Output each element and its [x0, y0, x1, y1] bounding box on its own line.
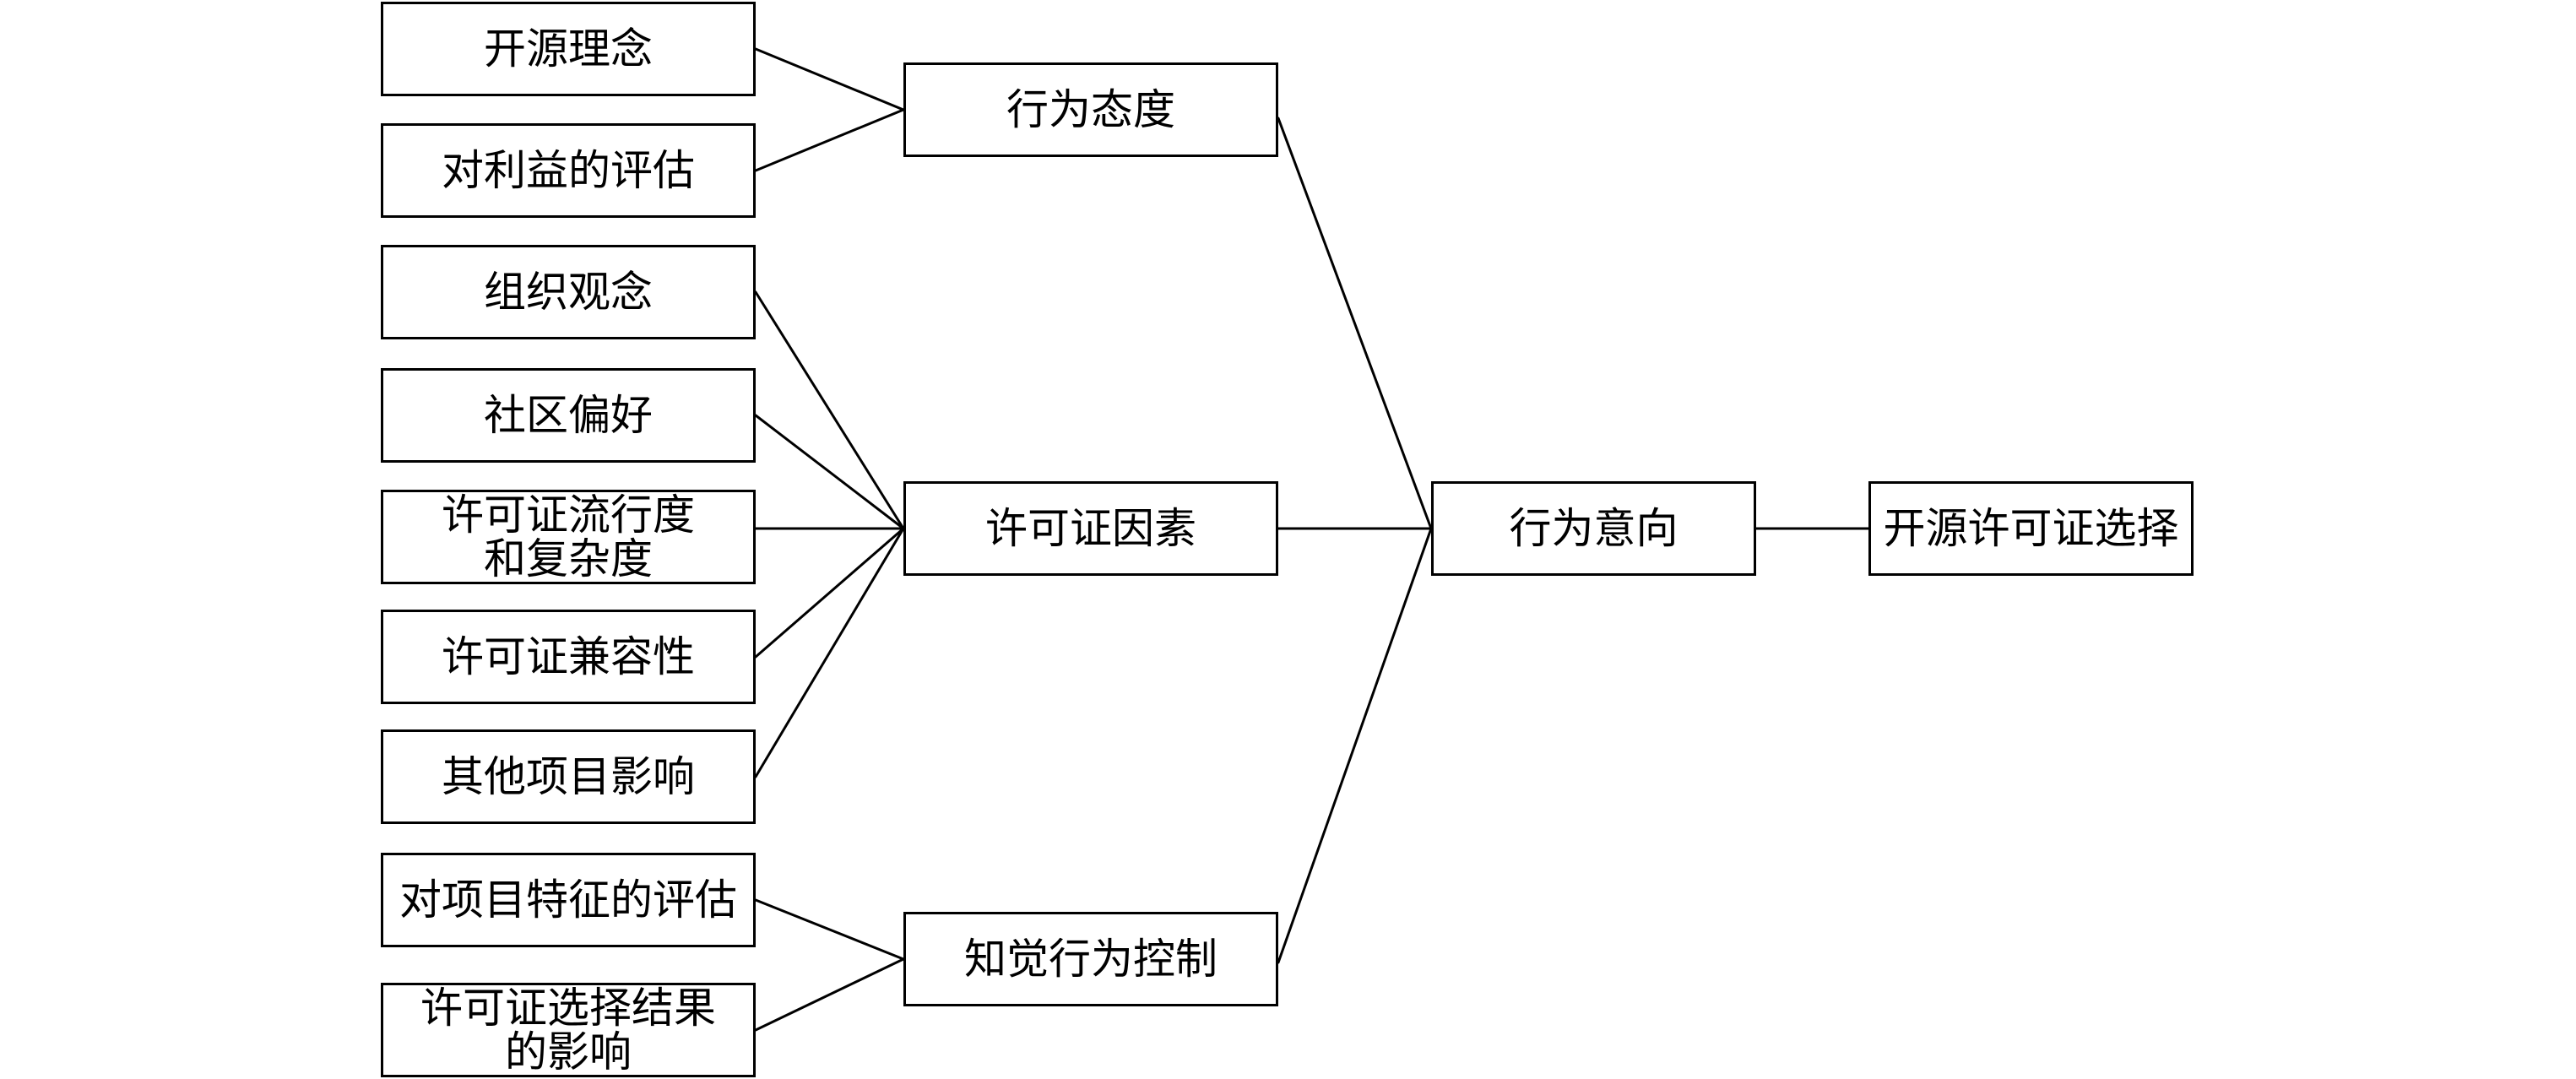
node-open-source-philosophy: 开源理念 [381, 2, 756, 96]
node-license-popularity-complexity: 许可证流行度 和复杂度 [381, 490, 756, 584]
edge-control-to-intention [1277, 527, 1433, 964]
node-license-choice-outcome-influence: 许可证选择结果 的影响 [381, 983, 756, 1077]
edge-community-to-license-factors [754, 414, 905, 530]
node-label: 知觉行为控制 [964, 935, 1217, 984]
edge-organization-to-license-factors [754, 290, 905, 530]
node-perceived-behavioral-control: 知觉行为控制 [903, 912, 1278, 1006]
edge-compatibility-to-license-factors [754, 527, 905, 659]
node-project-feature-evaluation: 对项目特征的评估 [381, 853, 756, 947]
node-label-line-1: 许可证流行度 [442, 491, 695, 540]
node-label-line-2: 的影响 [505, 1027, 632, 1076]
node-community-preference: 社区偏好 [381, 368, 756, 463]
node-label: 行为态度 [1006, 85, 1175, 134]
edge-other-projects-to-license-factors [754, 527, 905, 778]
edge-outcome-to-control [754, 957, 905, 1032]
node-label: 其他项目影响 [442, 752, 695, 801]
node-label: 社区偏好 [484, 391, 653, 440]
edge-attitude-to-intention [1277, 117, 1433, 530]
node-organizational-view: 组织观念 [381, 245, 756, 339]
node-label: 组织观念 [484, 268, 653, 317]
node-behavioral-intention: 行为意向 [1431, 481, 1756, 576]
edge-benefit-to-attitude [754, 108, 905, 172]
node-label: 开源理念 [484, 24, 653, 73]
node-label: 对项目特征的评估 [399, 876, 737, 924]
node-label: 许可证因素 [985, 504, 1196, 553]
node-label: 开源许可证选择 [1883, 504, 2179, 553]
node-license-factors: 许可证因素 [903, 481, 1278, 576]
node-behavioral-attitude: 行为态度 [903, 62, 1278, 157]
node-label-line-1: 许可证选择结果 [420, 984, 716, 1033]
node-license-compatibility: 许可证兼容性 [381, 610, 756, 704]
node-label: 对利益的评估 [442, 146, 695, 195]
node-other-project-influence: 其他项目影响 [381, 729, 756, 824]
node-label: 行为意向 [1509, 504, 1678, 553]
node-label-line-2: 和复杂度 [484, 534, 653, 583]
edge-philosophy-to-attitude [754, 47, 905, 111]
node-benefit-evaluation: 对利益的评估 [381, 123, 756, 218]
node-label: 许可证兼容性 [442, 632, 695, 681]
node-open-source-license-choice: 开源许可证选择 [1868, 481, 2194, 576]
edge-feature-eval-to-control [754, 898, 905, 961]
